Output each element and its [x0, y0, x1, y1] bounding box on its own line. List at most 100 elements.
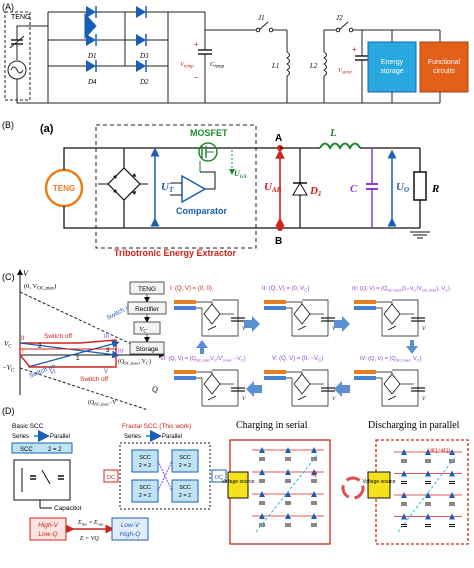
teng-electrode-top [354, 300, 376, 304]
j1-label: J1 [258, 14, 265, 22]
transition-arrow-v-vi [246, 381, 262, 397]
l2-label: L2 [309, 62, 318, 70]
teng-electrode-bottom [264, 376, 286, 380]
state-iv-marker: IV [118, 349, 124, 355]
teng-electrode-bottom [174, 376, 196, 380]
ladder-diode [311, 469, 317, 475]
transition-arrow-vi-i [196, 340, 208, 354]
sine-wave-icon [10, 66, 24, 74]
panel-d-tag: (D) [2, 406, 15, 416]
teng-electrode-top [354, 370, 376, 374]
svg-text:2 = 2: 2 = 2 [48, 447, 62, 453]
teng-electrode-bottom [354, 376, 376, 380]
charge-ladder [252, 447, 324, 533]
circuit-line [286, 301, 303, 304]
state-v-marker: V [104, 369, 108, 375]
c-label: C [350, 183, 358, 195]
svg-text:Parallel: Parallel [162, 434, 182, 440]
circuit-line [376, 369, 419, 407]
j2-label: J2 [336, 14, 343, 22]
transition-arrow-ii-iii [334, 316, 350, 332]
mini-switch [207, 325, 217, 331]
label-d1: D1 [87, 52, 97, 60]
state-iii-title: III: (Q, V) = (QSC,max(1−VC/VOC,max), VC… [352, 286, 450, 293]
panel-a: (A) TENG [2, 2, 469, 104]
q4-label: (4Q+4Q) [428, 447, 450, 454]
svg-text:Low-V: Low-V [121, 522, 140, 529]
fractal-scc-title: Fractal SCC (This work) [122, 423, 191, 430]
mini-circuit-3: V [354, 299, 426, 337]
discharge-ladder [394, 449, 462, 533]
voltage-source-left [227, 471, 249, 499]
transition-arrow-iii-iv [406, 340, 418, 354]
svg-text:DC: DC [107, 475, 115, 481]
mini-bridge [293, 303, 311, 325]
bridge-rectifier-icon [107, 167, 141, 201]
svg-text:Series: Series [124, 434, 141, 440]
lower-dashed-line [19, 367, 149, 411]
teng-label-b: TENG [53, 184, 75, 193]
state-ii-title: II: (Q, V) = (0, VC) [262, 286, 309, 293]
teng-electrode-bottom [354, 306, 376, 310]
diode-d1b-icon [292, 182, 308, 196]
mini-switch [387, 395, 397, 401]
switch-j1-pin [255, 27, 261, 33]
discharging-title: Discharging in parallel [368, 420, 460, 431]
plus-sign: + [194, 40, 199, 49]
vtemp-label: Vtemp [180, 61, 194, 70]
diode-d2-icon [86, 34, 96, 46]
state-vi-marker: VI [50, 370, 56, 376]
ladder-diode [401, 513, 407, 520]
l1-label: L1 [271, 62, 279, 70]
transition-arrow-iv-v [334, 381, 350, 397]
ladder-diode [259, 469, 265, 475]
v-axis-label: V [23, 269, 29, 278]
region-3-label: 3 [106, 347, 110, 354]
mini-switch [297, 325, 307, 331]
inductor-l-icon [319, 142, 361, 151]
panel-b: (B) (a) TENG Tribotronic Energy Extracto… [2, 120, 439, 258]
state-iv-title: IV: (Q, V) = (QSC,max, VC) [360, 356, 422, 363]
dc-left-box [103, 469, 119, 483]
voltage-source-right-label: Voltage source [362, 479, 395, 485]
circuit-line [286, 371, 303, 374]
ladder-diode [449, 492, 455, 498]
circuit-line [286, 369, 329, 407]
node-b-label: B [275, 236, 282, 247]
svg-text:SCC: SCC [179, 455, 191, 461]
lower-loop-red [19, 354, 117, 368]
teng-electrode-bottom [174, 306, 196, 310]
vc-label: VC [4, 340, 12, 350]
qsc-max-vc-label: (QSC,max, VC) [118, 358, 151, 367]
state-iii-marker: III [104, 334, 109, 340]
switch-off-top-label: Switch off [44, 333, 72, 340]
ladder-diode [311, 513, 317, 519]
switch-on-upper-line [27, 340, 120, 368]
mini-vc-label: V [332, 396, 336, 402]
state-i-marker: I [22, 349, 24, 355]
mini-circuit-6: V [354, 369, 426, 407]
ladder-diode [449, 513, 455, 520]
switch-j2-pin [335, 27, 341, 33]
mini-vc-label: V [422, 326, 426, 332]
node-b [277, 225, 283, 231]
svg-text:2 = 2: 2 = 2 [179, 463, 191, 469]
mini-circuit-4: V [174, 369, 246, 407]
capacitor-label: Capacitor [54, 505, 83, 512]
svg-text:2 = 2: 2 = 2 [179, 493, 191, 499]
mini-vc-label: V [422, 396, 426, 402]
ladder-diode [311, 447, 317, 453]
mini-vc-label: V [242, 396, 246, 402]
teng-electrode-top [174, 300, 196, 304]
panel-c-tag: (C) [2, 272, 15, 282]
svg-text:DC: DC [215, 475, 223, 481]
svg-text:SCC: SCC [139, 485, 151, 491]
uab-label: UAB [264, 181, 282, 194]
transition-arrow-i-ii [244, 316, 260, 332]
diode-d5-icon [136, 60, 146, 72]
label-d3: D3 [139, 52, 149, 60]
qsc-max-bottom-label: (QSC,max−V [88, 399, 117, 408]
teng-electrode-top [264, 300, 286, 304]
ut-label: UT [161, 181, 174, 194]
basic-series-label: Series [12, 434, 29, 440]
